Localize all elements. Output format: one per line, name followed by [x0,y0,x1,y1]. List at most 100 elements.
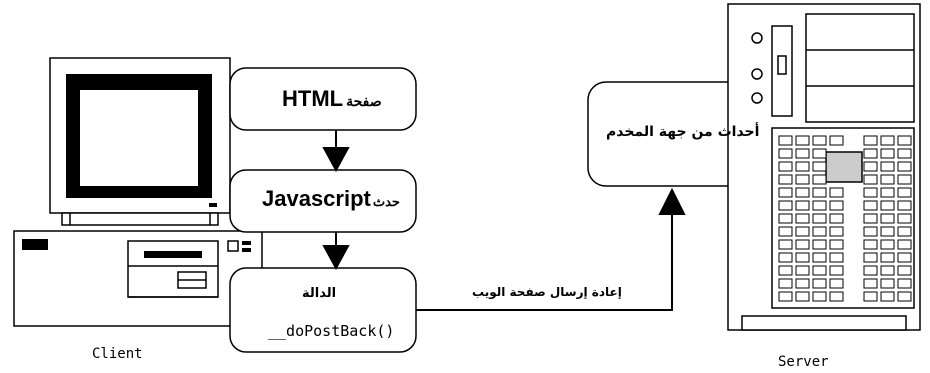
vent-slot [880,226,895,237]
vent-slot [863,265,878,276]
function-code: __doPostBack() [268,322,395,340]
vent-slot [778,291,793,302]
arrow-up-icon [658,187,686,215]
vent-slot [829,252,844,263]
vent-slot [812,200,827,211]
vent-slot [897,265,912,276]
vent-slot [778,213,793,224]
html-page-box [229,67,417,131]
vent-slot [778,265,793,276]
vent-slot [880,187,895,198]
vent-slot [829,278,844,289]
vent-slot [863,239,878,250]
function-title: الدالة [302,286,337,301]
vent-slot [812,291,827,302]
js-event-latin: Javascript [262,186,371,211]
vent-slot [880,213,895,224]
vent-slot [880,148,895,159]
vent-slot [795,239,810,250]
vent-slot [863,200,878,211]
vent-slot [812,148,827,159]
js-event-box [229,169,417,233]
vent-slot [812,239,827,250]
vent-slot [778,174,793,185]
arrow-down-icon [322,245,350,271]
flow-arrows [322,130,686,311]
vent-slot [829,239,844,250]
postback-label: إعادة إرسال صفحة الويب [472,285,622,299]
vent-slot [897,278,912,289]
client-label: Client [92,346,143,362]
vent-slot [778,226,793,237]
vent-slot [829,291,844,302]
vent-slot [812,174,827,185]
vent-slot [880,200,895,211]
vent-slot [897,148,912,159]
vent-slot [829,213,844,224]
js-event-arabic: حدث [372,194,400,209]
vent-slot [778,148,793,159]
vent-slot [897,226,912,237]
vent-slot [897,252,912,263]
vent-slot [795,278,810,289]
vent-slot [880,252,895,263]
server-events-label: أحداث من جهة المخدم [606,124,760,140]
vent-slot [812,252,827,263]
vent-slot [863,187,878,198]
vent-slot [863,278,878,289]
vent-slot [863,135,878,146]
html-page-arabic: صفحة [346,93,382,109]
vent-slot [863,161,878,172]
vent-slot [795,148,810,159]
vent-slot [778,161,793,172]
vent-slot [812,213,827,224]
vent-slot [778,252,793,263]
vent-slot [880,174,895,185]
vent-slot [795,174,810,185]
vent-slot [795,187,810,198]
vent-slot [863,291,878,302]
vent-slot [795,200,810,211]
vent-slot [863,148,878,159]
vent-slot [795,226,810,237]
vent-slot [795,135,810,146]
vent-slot [795,252,810,263]
vent-slot [778,187,793,198]
vent-slot [863,252,878,263]
vent-slot [812,265,827,276]
vent-slot [795,265,810,276]
vent-slot [863,174,878,185]
vent-slot [897,291,912,302]
arrow-down-icon [322,147,350,173]
vent-slot [897,239,912,250]
vent-slot [897,187,912,198]
vent-slot [812,135,827,146]
vent-slot [812,187,827,198]
vent-slot [778,135,793,146]
vent-slot [778,200,793,211]
flow-boxes [229,67,757,353]
vent-slot [795,213,810,224]
vent-slot [812,226,827,237]
vent-slot [897,200,912,211]
vent-slot [778,239,793,250]
vent-slot [829,135,844,146]
vent-slot [880,239,895,250]
vent-slot [880,265,895,276]
vent-slot [812,278,827,289]
server-vent-grid [778,135,912,302]
vent-slot [897,135,912,146]
vent-slot [880,278,895,289]
vent-slot [880,161,895,172]
server-label: Server [778,354,829,370]
vent-slot [897,213,912,224]
computer-icon [13,57,263,327]
vent-slot [812,161,827,172]
vent-slot [829,265,844,276]
vent-slot [863,226,878,237]
vent-slot [829,187,844,198]
vent-slot [897,174,912,185]
